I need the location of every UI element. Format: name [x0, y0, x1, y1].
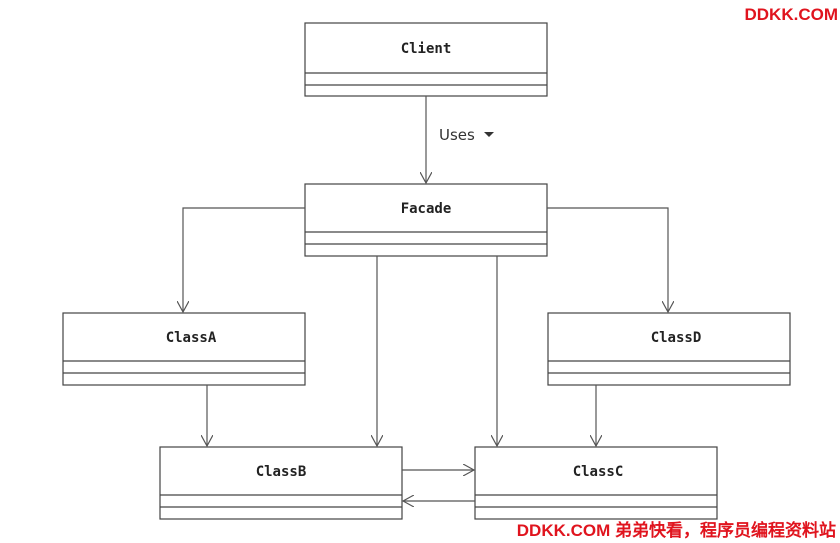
class-box-facade [304, 183, 548, 257]
edge-facade-to-class-a [183, 207, 305, 312]
class-box-class-a [62, 312, 306, 386]
class-name-class-d: ClassD [651, 330, 702, 346]
watermark-top: DDKK.COM [744, 5, 839, 24]
class-name-client: Client [401, 41, 452, 57]
watermark-bottom: DDKK.COM 弟弟快看，程序员编程资料站 [516, 521, 836, 540]
class-name-class-b: ClassB [256, 464, 307, 480]
direction-triangle-icon [484, 132, 494, 137]
class-name-facade: Facade [401, 201, 452, 217]
class-box-class-c [474, 446, 718, 520]
class-name-class-c: ClassC [573, 464, 624, 480]
class-name-class-a: ClassA [166, 330, 217, 346]
class-box-class-b [159, 446, 403, 520]
class-box-client [304, 22, 548, 97]
edge-facade-to-class-d [547, 207, 668, 312]
uses-label: Uses [439, 126, 475, 144]
class-box-class-d [547, 312, 791, 386]
